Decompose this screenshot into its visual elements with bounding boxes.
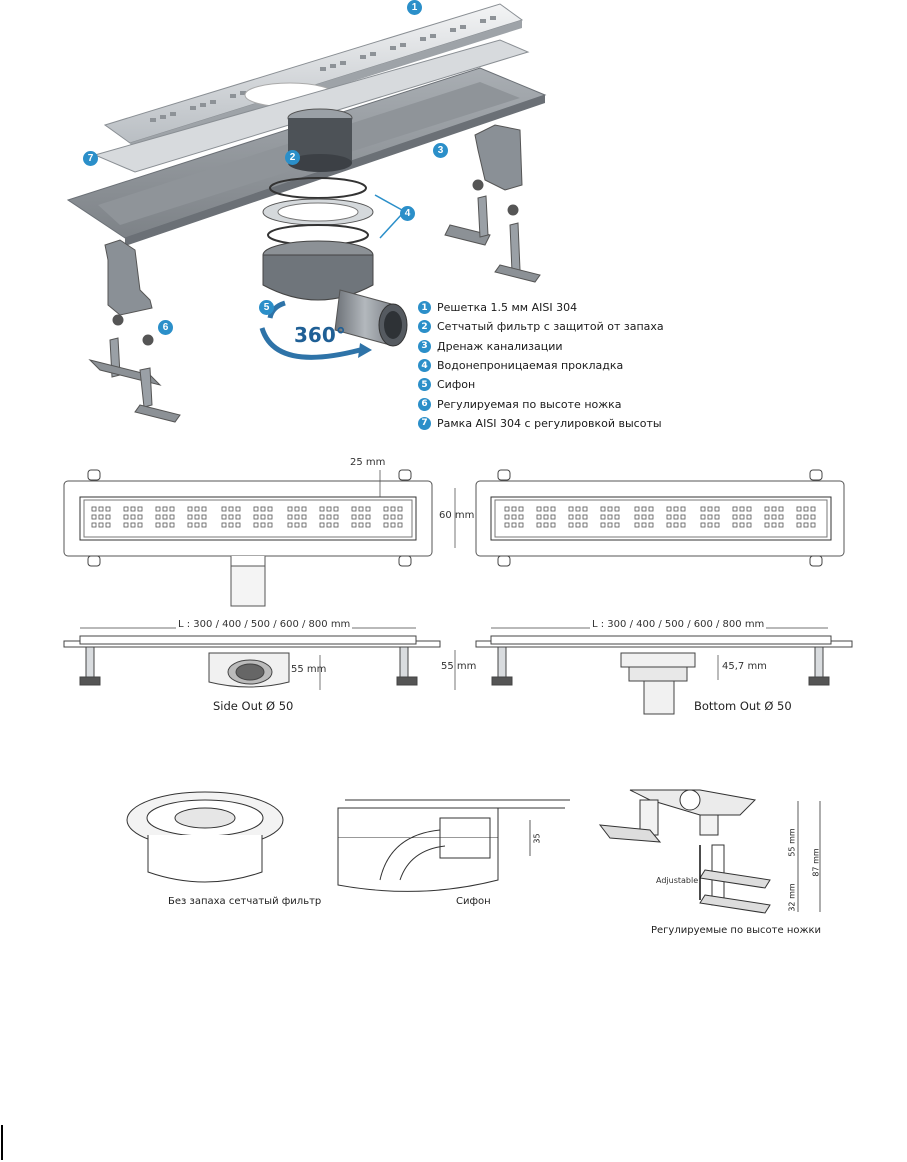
- side-view-right: [475, 627, 853, 715]
- legend-item: 4 Водонепроницаемая прокладка: [418, 356, 718, 375]
- legend-text: Рамка AISI 304 с регулировкой высоты: [437, 416, 662, 430]
- dim-60mm: 60 mm: [439, 510, 475, 521]
- callout-3: 3: [433, 143, 448, 158]
- dim-55mm-left: 55 mm: [291, 664, 327, 675]
- caption-side-out: Side Out Ø 50: [213, 699, 294, 713]
- legend-text: Дренаж канализации: [437, 339, 563, 353]
- dim-25mm: 25 mm: [350, 457, 386, 468]
- callout-7: 7: [83, 151, 98, 166]
- leg-parts-right: [444, 124, 541, 283]
- gasket-part: [262, 177, 374, 246]
- caption-siphon: Сифон: [456, 896, 491, 907]
- legend-item: 3 Дренаж канализации: [418, 337, 718, 356]
- legend-item: 5 Сифон: [418, 375, 718, 394]
- dim-55mm-leg: 55 mm: [787, 828, 797, 857]
- siphon-dim-35: 35: [532, 833, 542, 844]
- rotation-arrow: [259, 300, 372, 360]
- side-view-left: [63, 627, 441, 688]
- dim-32mm-leg: 32 mm: [787, 883, 797, 912]
- legend-badge: 2: [418, 320, 431, 334]
- legend-text: Решетка 1.5 мм AISI 304: [437, 301, 578, 315]
- legend-item: 2 Сетчатый фильтр с защитой от запаха: [418, 317, 718, 336]
- caption-legs: Регулируемые по высоте ножки: [651, 925, 822, 936]
- top-view-left: [63, 469, 433, 607]
- frame-part: [93, 39, 530, 173]
- siphon-part: [262, 240, 408, 347]
- legend-text: Водонепроницаемая прокладка: [437, 359, 624, 373]
- adjustable-label: Adjustable: [656, 876, 699, 885]
- rotation-label: 360°: [294, 323, 346, 347]
- dim-55mm-middle: 55 mm: [441, 661, 477, 672]
- callout-6: 6: [158, 320, 173, 335]
- parts-legend: 1 Решетка 1.5 мм AISI 304 2 Сетчатый фил…: [418, 298, 718, 433]
- filter-detail: [126, 791, 284, 883]
- callout-5: 5: [259, 300, 274, 315]
- dim-45-7mm: 45,7 mm: [722, 661, 767, 672]
- siphon-detail: [337, 799, 570, 892]
- leg-parts-left: [88, 239, 181, 423]
- legend-badge: 4: [418, 359, 431, 373]
- length-label-right: L : 300 / 400 / 500 / 600 / 800 mm: [590, 619, 767, 630]
- caption-filter: Без запаха сетчатый фильтр: [168, 896, 322, 907]
- callout-2: 2: [285, 150, 300, 165]
- legend-item: 7 Рамка AISI 304 с регулировкой высоты: [418, 414, 718, 433]
- caption-bottom-out: Bottom Out Ø 50: [694, 699, 792, 713]
- legend-text: Сетчатый фильтр с защитой от запаха: [437, 320, 664, 334]
- legend-text: Сифон: [437, 378, 476, 392]
- legend-item: 6 Регулируемая по высоте ножка: [418, 394, 718, 413]
- dim-87mm-leg: 87 mm: [811, 848, 821, 877]
- legend-badge: 3: [418, 339, 431, 353]
- legend-badge: 6: [418, 397, 431, 411]
- legs-detail: [598, 789, 821, 914]
- legend-text: Регулируемая по высоте ножка: [437, 397, 622, 411]
- top-view-right: [475, 469, 845, 567]
- legend-item: 1 Решетка 1.5 мм AISI 304: [418, 298, 718, 317]
- legend-badge: 7: [418, 416, 431, 430]
- legend-badge: 5: [418, 378, 431, 392]
- callout-1: 1: [407, 0, 422, 15]
- length-label-left: L : 300 / 400 / 500 / 600 / 800 mm: [176, 619, 353, 630]
- legend-badge: 1: [418, 301, 431, 315]
- callout-4: 4: [400, 206, 415, 221]
